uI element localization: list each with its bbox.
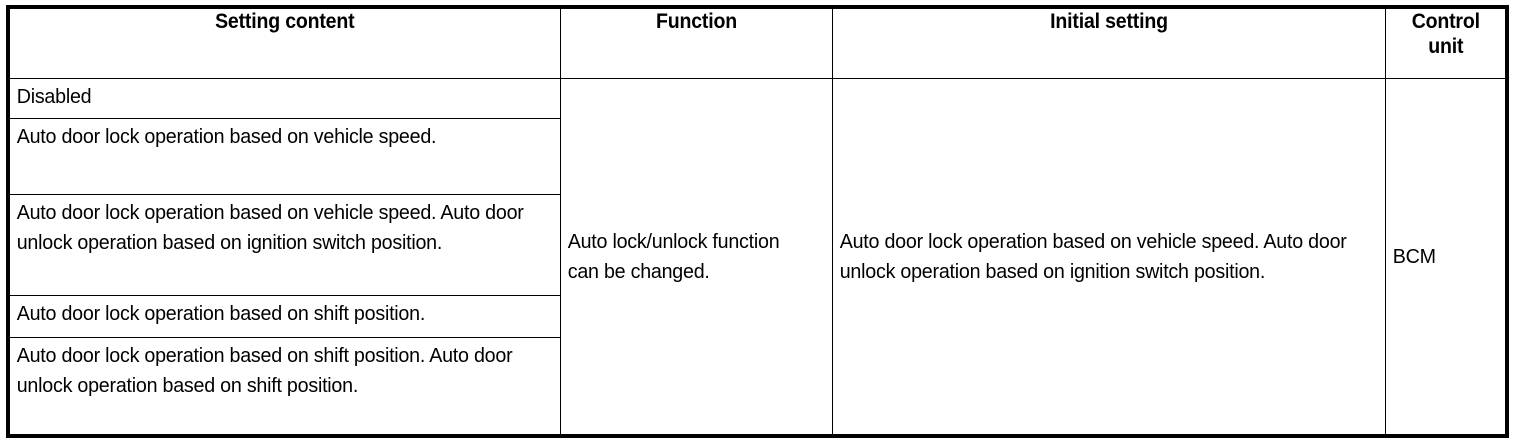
settings-specification-table: Setting content Function Initial setting… xyxy=(6,5,1509,438)
column-header-initial-setting: Initial setting xyxy=(831,6,1386,79)
column-header-setting-content-label: Setting content xyxy=(215,10,355,33)
column-header-setting-content: Setting content xyxy=(7,6,561,79)
setting-content-cell-1: Disabled xyxy=(7,77,561,120)
setting-content-text-2: Auto door lock operation based on vehicl… xyxy=(16,125,437,149)
column-header-control-unit-line2: unit xyxy=(1427,35,1463,58)
column-header-initial-setting-label: Initial setting xyxy=(1049,10,1168,33)
setting-content-cell-5: Auto door lock operation based on shift … xyxy=(7,336,561,437)
column-header-control-unit: Control unit xyxy=(1384,6,1508,79)
initial-setting-cell: Auto door lock operation based on vehicl… xyxy=(831,78,1386,437)
table-header: Setting content Function Initial setting… xyxy=(7,6,1508,79)
setting-content-cell-3: Auto door lock operation based on vehicl… xyxy=(7,193,561,296)
setting-content-text-3: Auto door lock operation based on vehicl… xyxy=(16,200,524,254)
table-row: Disabled Auto lock/unlock function can b… xyxy=(7,77,1508,437)
table-row: Auto door lock operation based on shift … xyxy=(7,294,1507,338)
setting-content-text-4: Auto door lock operation based on shift … xyxy=(16,301,426,325)
setting-content-text-5: Auto door lock operation based on shift … xyxy=(16,343,513,397)
control-unit-text: BCM xyxy=(1392,244,1436,268)
column-header-function-label: Function xyxy=(655,10,737,33)
column-header-control-unit-line1: Control xyxy=(1411,10,1480,33)
setting-content-cell-2: Auto door lock operation based on vehicl… xyxy=(7,118,561,195)
table-body: Disabled Auto lock/unlock function can b… xyxy=(7,77,1508,437)
setting-content-text-1: Disabled xyxy=(16,85,92,108)
setting-content-cell-4: Auto door lock operation based on shift … xyxy=(7,294,561,338)
initial-setting-text: Auto door lock operation based on vehicl… xyxy=(839,229,1347,283)
function-cell: Auto lock/unlock function can be changed… xyxy=(559,78,833,437)
table-row: Auto door lock operation based on vehicl… xyxy=(7,193,1507,296)
table-header-row: Setting content Function Initial setting… xyxy=(7,6,1508,79)
table-row: Auto door lock operation based on vehicl… xyxy=(7,118,1507,195)
control-unit-cell: BCM xyxy=(1384,78,1508,437)
column-header-function: Function xyxy=(559,6,833,79)
function-text: Auto lock/unlock function can be changed… xyxy=(567,229,779,283)
table-row: Auto door lock operation based on shift … xyxy=(7,336,1507,437)
